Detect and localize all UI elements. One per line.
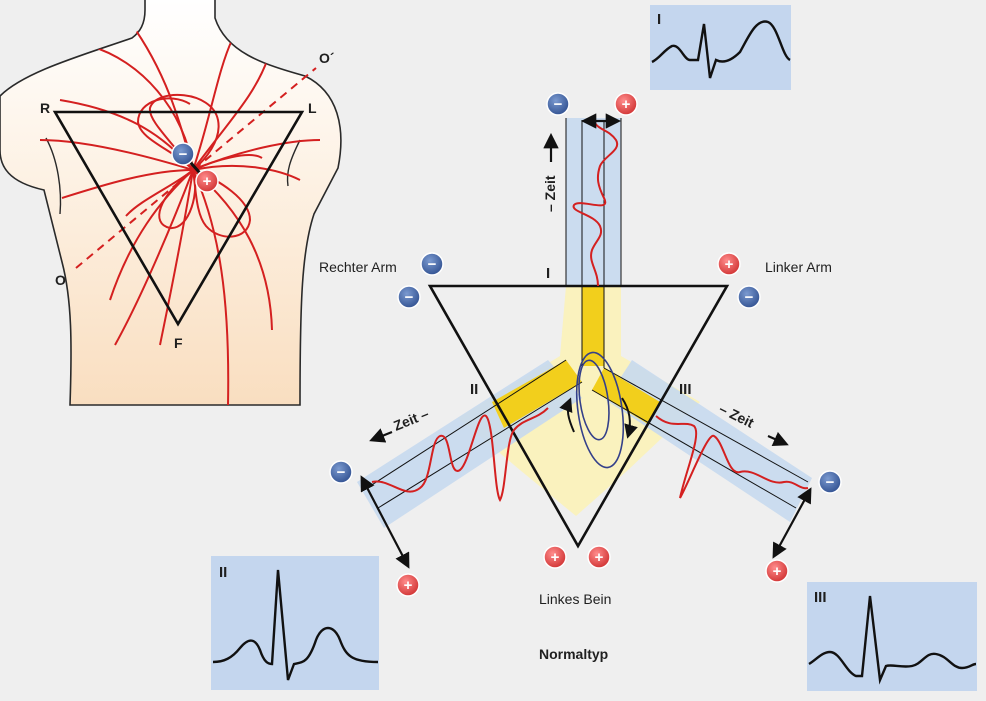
electrode-lead2-negative: − — [329, 460, 353, 484]
torso-illustration: − + R L F O O´ — [0, 0, 342, 406]
left-arm-contour — [45, 137, 62, 215]
lead-2-label: II — [470, 381, 478, 398]
svg-text:+: + — [404, 577, 413, 594]
ecg-box-2-waveform — [212, 569, 379, 681]
lead-1-trace — [572, 117, 619, 287]
lead-1-band — [566, 118, 621, 286]
svg-text:−: − — [554, 96, 563, 113]
svg-text:+: + — [725, 256, 734, 273]
dipole-negative-sign: − — [179, 146, 188, 163]
svg-text:+: + — [595, 549, 604, 566]
ecg-box-lead-2: II — [211, 556, 379, 690]
svg-text:−: − — [745, 289, 754, 306]
center-projection-band — [458, 286, 700, 516]
ecg-box-2-label: II — [219, 564, 227, 581]
svg-text:+: + — [551, 549, 560, 566]
dipole-positive-icon — [195, 169, 219, 193]
svg-text:+: + — [622, 96, 631, 113]
ecg-box-3-waveform — [808, 595, 977, 685]
dipole-positive-sign: + — [203, 173, 212, 190]
torso-label-f: F — [174, 335, 183, 351]
lead-projection-bands — [357, 118, 812, 528]
ecg-box-3-label: III — [814, 589, 827, 606]
time-label-left: Zeit – — [391, 405, 431, 434]
electrode-left-leg-positive-2: + — [587, 545, 611, 569]
right-arm-contour — [286, 139, 301, 187]
svg-text:−: − — [826, 474, 835, 491]
electrodes: − + − − + − − + — [329, 92, 842, 597]
projected-ecg-traces — [371, 117, 809, 502]
electrode-lead3-negative: − — [818, 470, 842, 494]
ecg-box-lead-3: III — [807, 582, 977, 691]
time-arrows — [360, 113, 812, 569]
torso-label-o-prime: O´ — [319, 50, 335, 66]
electrode-right-arm-negative-2: − — [397, 285, 421, 309]
svg-text:−: − — [337, 464, 346, 481]
electrode-lead2-positive: + — [396, 573, 420, 597]
right-arm-label: Rechter Arm — [319, 259, 397, 275]
torso-silhouette — [0, 0, 342, 406]
svg-text:−: − — [428, 256, 437, 273]
lead-3-band-core — [592, 368, 660, 424]
electrode-lead1-positive: + — [614, 92, 638, 116]
loop-arrow-right — [621, 397, 638, 439]
electrode-left-arm-negative: − — [737, 285, 761, 309]
loop-arrow-left — [559, 397, 575, 433]
lead-3-trace — [655, 415, 809, 499]
electrode-left-arm-positive: + — [717, 252, 741, 276]
lead-2-band-core — [492, 360, 582, 428]
left-leg-label: Linkes Bein — [539, 591, 611, 607]
torso-label-l: L — [308, 100, 317, 116]
lead-1-band-core — [582, 286, 604, 366]
electrode-lead3-positive: + — [765, 559, 789, 583]
ecg-box-1-label: I — [657, 11, 661, 28]
ecg-box-lead-1: I — [650, 5, 791, 90]
left-arm-label: Linker Arm — [765, 259, 832, 275]
torso-label-o: O — [55, 272, 66, 288]
field-lines — [39, 21, 321, 405]
electrode-lead1-negative: − — [546, 92, 570, 116]
torso-einthoven-triangle — [52, 110, 305, 327]
vector-loop — [575, 351, 625, 469]
svg-text:+: + — [773, 563, 782, 580]
axis-type-label: Normaltyp — [539, 646, 608, 662]
torso-label-r: R — [40, 100, 50, 116]
electrode-left-leg-positive-1: + — [543, 545, 567, 569]
lead-3-label: III — [679, 381, 692, 398]
time-label-top: – Zeit — [542, 175, 558, 212]
electrode-right-arm-negative-1: − — [420, 252, 444, 276]
ecg-box-1-waveform — [651, 20, 791, 79]
svg-text:−: − — [405, 289, 414, 306]
dipole-negative-icon — [171, 142, 195, 166]
lead-2-trace — [371, 407, 549, 502]
lead-1-label: I — [546, 265, 550, 282]
einthoven-triangle — [427, 284, 730, 549]
